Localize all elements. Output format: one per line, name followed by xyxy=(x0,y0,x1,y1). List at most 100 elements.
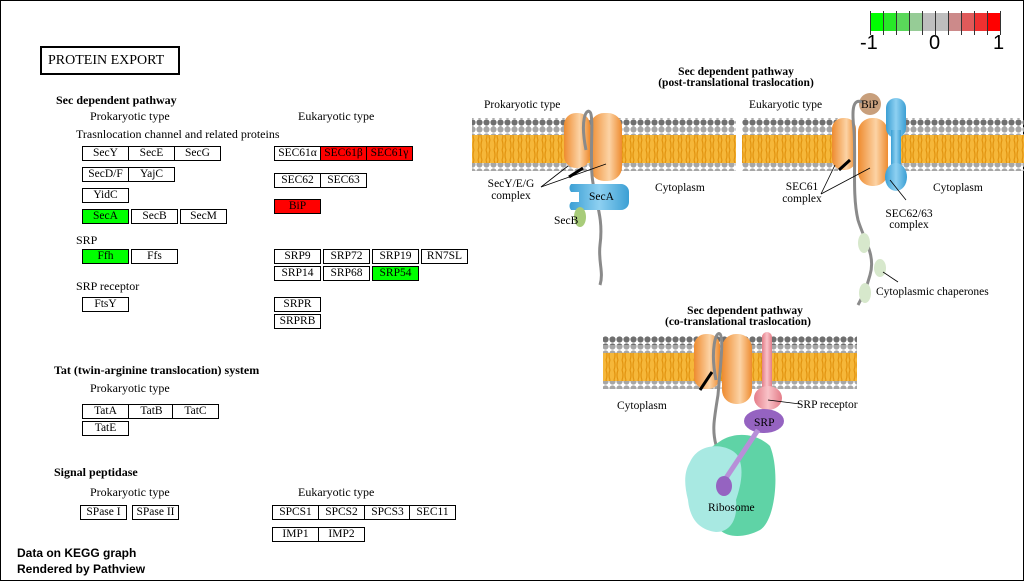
gene-box-imp2[interactable]: IMP2 xyxy=(318,527,365,542)
legend-tick xyxy=(935,11,936,35)
co-translational-title-1: Sec dependent pathway xyxy=(687,305,803,317)
gene-box-rn7sl[interactable]: RN7SL xyxy=(421,249,468,264)
post-translational-title-2: (post-translational traslocation) xyxy=(658,77,814,89)
legend-swatch xyxy=(896,13,909,31)
diagram-label-eukaryotic: Eukaryotic type xyxy=(749,99,822,111)
membrane-eukaryotic xyxy=(742,118,1024,171)
gene-box-spcs1[interactable]: SPCS1 xyxy=(272,505,319,520)
section-title-sec-dependent: Sec dependent pathway xyxy=(56,93,177,107)
gene-box-spcs2[interactable]: SPCS2 xyxy=(318,505,365,520)
label-eukaryotic-type: Eukaryotic type xyxy=(298,109,375,123)
legend-tick xyxy=(909,11,910,35)
legend-max-label: 1 xyxy=(993,32,1005,54)
gene-box-ffh[interactable]: Ffh xyxy=(82,249,129,264)
sec61-pointer-lines xyxy=(820,164,907,283)
gene-box-ftsy[interactable]: FtsY xyxy=(82,297,129,312)
bip-shape xyxy=(859,93,881,115)
gene-box-secg[interactable]: SecG xyxy=(174,146,221,161)
footer-rendered-by: Rendered by Pathview xyxy=(17,562,146,576)
legend-swatch xyxy=(961,13,974,31)
legend-swatch xyxy=(883,13,896,31)
secyeg-pointer-lines xyxy=(540,163,607,188)
gene-box-ffs[interactable]: Ffs xyxy=(131,249,178,264)
gene-box-yidc[interactable]: YidC xyxy=(82,188,129,203)
legend-tick xyxy=(922,11,923,35)
legend-mid-label: 0 xyxy=(929,32,941,54)
label-srp-receptor: SRP receptor xyxy=(76,279,140,293)
legend-swatch xyxy=(922,13,935,31)
gene-box-srpr[interactable]: SRPR xyxy=(274,297,321,312)
gene-box-spcs3[interactable]: SPCS3 xyxy=(364,505,411,520)
ribosome-shape xyxy=(685,434,776,536)
gene-box-srp68[interactable]: SRP68 xyxy=(323,266,370,281)
label-cytoplasmic-chaperones: Cytoplasmic chaperones xyxy=(876,286,989,298)
label-cytoplasm-co: Cytoplasm xyxy=(617,400,667,412)
color-legend xyxy=(870,13,1000,31)
legend-swatch xyxy=(948,13,961,31)
gene-box-secb[interactable]: SecB xyxy=(131,209,178,224)
srp-shape xyxy=(716,409,784,496)
gene-box-secdf[interactable]: SecD/F xyxy=(82,167,129,182)
sec61-complex-shape xyxy=(832,118,888,186)
label-seca: SecA xyxy=(589,191,615,203)
gene-box-sec61a[interactable]: SEC61α xyxy=(274,146,321,161)
gene-box-tatb[interactable]: TatB xyxy=(128,404,175,419)
post-translational-title-1: Sec dependent pathway xyxy=(678,66,794,78)
gene-box-tatc[interactable]: TatC xyxy=(172,404,219,419)
gene-box-sec61g[interactable]: SEC61γ xyxy=(366,146,413,161)
footer-kegg-graph: Data on KEGG graph xyxy=(17,546,137,560)
legend-swatch xyxy=(870,13,883,31)
gene-box-srp9[interactable]: SRP9 xyxy=(274,249,321,264)
gene-box-srp19[interactable]: SRP19 xyxy=(372,249,419,264)
legend-swatch xyxy=(974,13,987,31)
gene-box-seca[interactable]: SecA xyxy=(82,209,129,224)
label-bip: BiP xyxy=(861,99,878,111)
gene-box-sec11[interactable]: SEC11 xyxy=(409,505,456,520)
gene-box-spase1[interactable]: SPase I xyxy=(80,505,127,520)
gene-box-srp54[interactable]: SRP54 xyxy=(372,266,419,281)
diagram-label-prokaryotic: Prokaryotic type xyxy=(484,99,560,111)
srp-receptor-shape xyxy=(754,332,782,410)
label-sp-prokaryotic-type: Prokaryotic type xyxy=(90,485,170,499)
polypeptide-chain-prok xyxy=(582,109,603,286)
legend-tick xyxy=(896,11,897,35)
gene-box-tata[interactable]: TatA xyxy=(82,404,129,419)
gene-box-spase2[interactable]: SPase II xyxy=(132,505,179,520)
secb-shape xyxy=(574,207,586,227)
gene-box-sec62[interactable]: SEC62 xyxy=(274,173,321,188)
label-srp: SRP xyxy=(754,417,774,429)
co-translational-title-2: (co-translational traslocation) xyxy=(665,316,811,328)
label-sec61: SEC61 xyxy=(786,181,819,193)
gene-box-yajc[interactable]: YajC xyxy=(128,167,175,182)
legend-tick xyxy=(974,11,975,35)
label-cytoplasm-euk: Cytoplasm xyxy=(933,182,983,194)
legend-swatch xyxy=(935,13,948,31)
gene-box-sece[interactable]: SecE xyxy=(128,146,175,161)
label-sp-eukaryotic-type: Eukaryotic type xyxy=(298,485,375,499)
gene-box-imp1[interactable]: IMP1 xyxy=(272,527,319,542)
gene-box-tate[interactable]: TatE xyxy=(82,421,129,436)
label-tat-prokaryotic-type: Prokaryotic type xyxy=(90,381,170,395)
gene-box-bip[interactable]: BiP xyxy=(274,199,321,214)
gene-box-srp72[interactable]: SRP72 xyxy=(323,249,370,264)
pathway-title[interactable]: PROTEIN EXPORT xyxy=(40,46,180,75)
label-sec62-63: SEC62/63 xyxy=(885,208,933,220)
legend-swatch xyxy=(909,13,922,31)
label-srp-receptor: SRP receptor xyxy=(797,399,858,411)
gene-box-secy[interactable]: SecY xyxy=(82,146,129,161)
section-title-signal-peptidase: Signal peptidase xyxy=(54,465,138,479)
legend-tick xyxy=(987,11,988,35)
label-secyeg-complex: complex xyxy=(491,190,531,202)
gene-box-sec61b[interactable]: SEC61β xyxy=(320,146,367,161)
legend-tick xyxy=(961,11,962,35)
gene-box-secm[interactable]: SecM xyxy=(180,209,227,224)
gene-box-sec63[interactable]: SEC63 xyxy=(320,173,367,188)
gene-box-srp14[interactable]: SRP14 xyxy=(274,266,321,281)
label-prokaryotic-type: Prokaryotic type xyxy=(90,109,170,123)
srp-receptor-pointer xyxy=(767,399,801,405)
sec62-63-complex-shape xyxy=(885,98,907,191)
gene-box-srprb[interactable]: SRPRB xyxy=(274,314,321,329)
label-sec61-complex: complex xyxy=(782,193,822,205)
seca-shape xyxy=(569,184,629,210)
